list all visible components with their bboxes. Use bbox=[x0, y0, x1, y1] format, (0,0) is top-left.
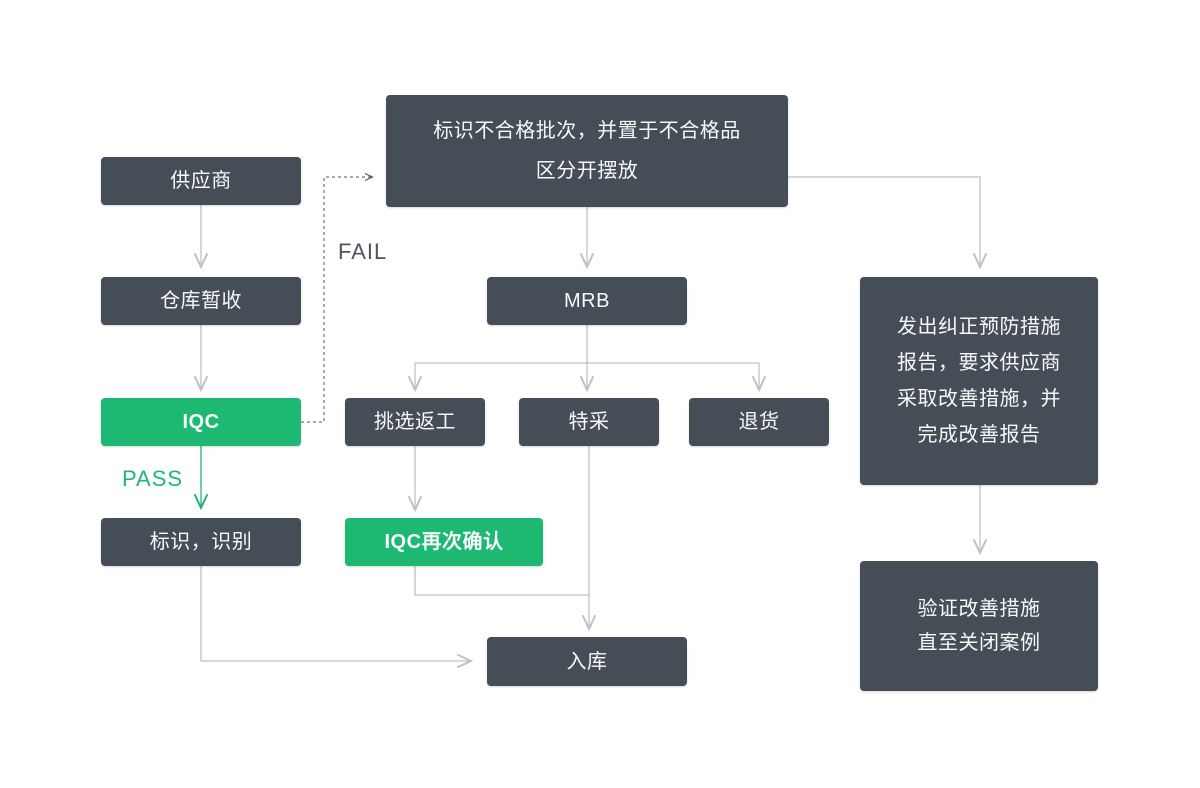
node-mark-identify: 标识，识别 bbox=[101, 518, 301, 566]
edge-iqc-fail-nonconforming bbox=[301, 173, 374, 423]
edge-mark-warehousein bbox=[200, 566, 474, 669]
node-mrb: MRB bbox=[487, 277, 687, 325]
edge-nonconforming-capa bbox=[788, 176, 988, 270]
node-verify-close: 验证改善措施 直至关闭案例 bbox=[860, 561, 1098, 691]
node-capa-report: 发出纠正预防措施 报告，要求供应商 采取改善措施，并 完成改善报告 bbox=[860, 277, 1098, 485]
edge-label-pass: PASS bbox=[122, 466, 184, 491]
node-warehouse-receive: 仓库暂收 bbox=[101, 277, 301, 325]
edge-label-fail: FAIL bbox=[338, 239, 388, 264]
node-iqc-recheck: IQC再次确认 bbox=[345, 518, 543, 566]
edge-iqcrecheck-merge bbox=[414, 566, 589, 596]
node-special-accept: 特采 bbox=[519, 398, 659, 446]
node-iqc: IQC bbox=[101, 398, 301, 446]
node-nonconforming-hold: 标识不合格批次，并置于不合格品 区分开摆放 bbox=[386, 95, 788, 207]
node-sort-rework: 挑选返工 bbox=[345, 398, 485, 446]
node-supplier: 供应商 bbox=[101, 157, 301, 205]
node-warehouse-in: 入库 bbox=[487, 637, 687, 686]
node-return-goods: 退货 bbox=[689, 398, 829, 446]
